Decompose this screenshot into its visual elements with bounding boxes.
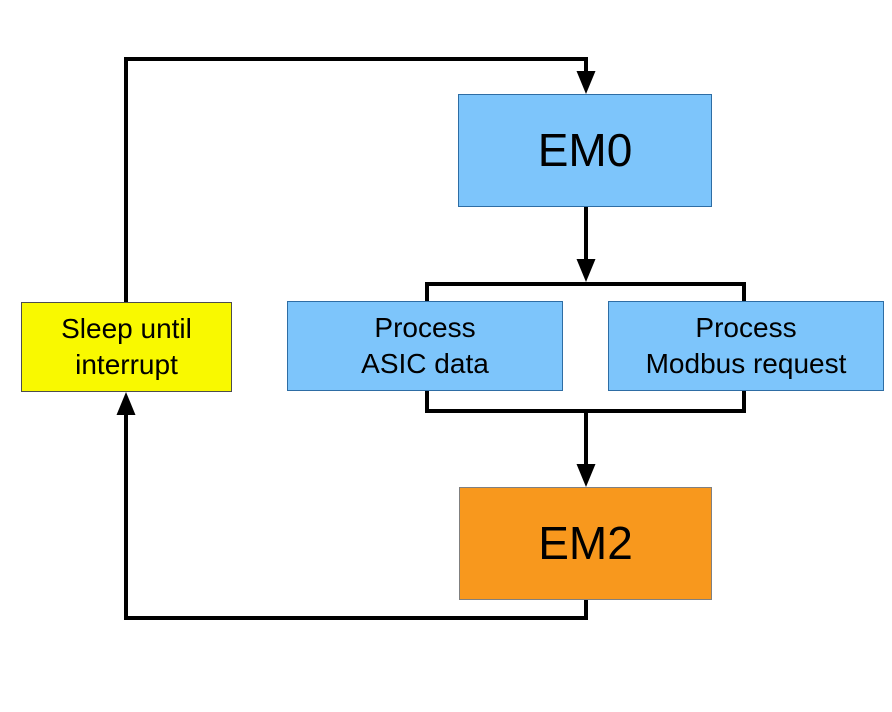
node-process-asic-data: Process ASIC data (287, 301, 563, 391)
node-em2-label: EM2 (538, 517, 633, 570)
edge-em0-to-process-group (576, 207, 596, 282)
node-sleep-line1: Sleep until (61, 313, 192, 345)
node-process-asic-line2: ASIC data (361, 348, 489, 379)
node-sleep-until-interrupt: Sleep until interrupt (21, 302, 232, 392)
edge-process-group-to-em2 (576, 413, 596, 487)
edge-em2-to-sleep (116, 392, 588, 620)
node-process-modbus-line2: Modbus request (645, 348, 847, 379)
node-process-asic-line1: Process (374, 312, 476, 344)
arrowhead-into-em2 (576, 464, 596, 487)
edge-sleep-to-em0 (124, 57, 596, 302)
node-sleep-line2: interrupt (75, 349, 178, 380)
node-em2: EM2 (459, 487, 712, 600)
node-em0: EM0 (458, 94, 712, 207)
arrowhead-into-process-group (576, 259, 596, 282)
arrowhead-into-sleep (116, 392, 136, 415)
node-em0-label: EM0 (537, 124, 633, 177)
node-process-modbus-line1: Process (695, 312, 797, 344)
node-process-modbus-request: Process Modbus request (608, 301, 884, 391)
arrowhead-into-em0 (576, 71, 596, 94)
